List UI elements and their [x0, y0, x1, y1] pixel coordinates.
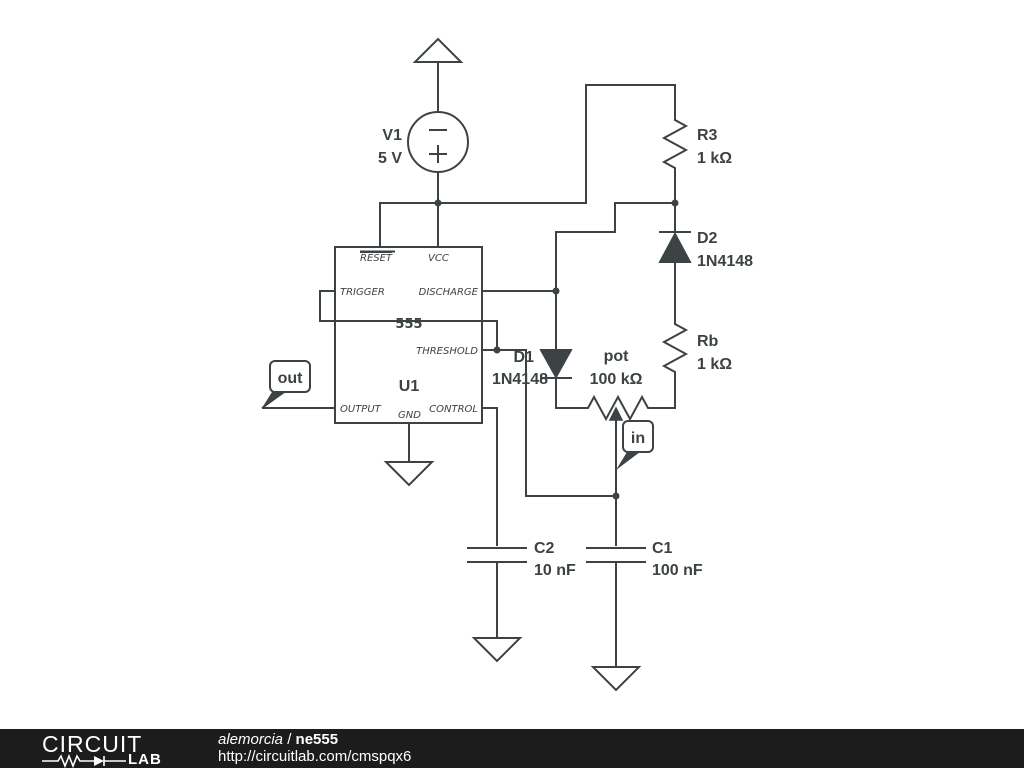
- capacitor-c2: C2 10 nF: [467, 540, 576, 579]
- out-flag-label: out: [278, 370, 304, 387]
- rb-value-label: 1 kΩ: [697, 356, 732, 373]
- supply-symbol: [412, 37, 464, 63]
- diode-d2: D2 1N4148: [658, 230, 753, 270]
- v1-name-label: V1: [382, 127, 402, 144]
- circuit-title[interactable]: ne555: [295, 731, 339, 748]
- net-flag-out: out: [261, 360, 311, 409]
- diode-d1: D1 1N4148: [492, 349, 573, 388]
- r3-name-label: R3: [697, 127, 718, 144]
- junction-dot: [493, 346, 501, 354]
- d2-value-label: 1N4148: [697, 253, 753, 270]
- logo-text-bottom: LAB: [128, 751, 162, 768]
- c1-value-label: 100 nF: [652, 562, 703, 579]
- u1-part-label: 555: [395, 317, 422, 332]
- circuitlab-logo[interactable]: CIRCUIT LAB: [42, 731, 182, 768]
- pin-reset-label: RESET: [360, 253, 393, 264]
- c2-name-label: C2: [534, 540, 555, 557]
- in-flag-label: in: [631, 430, 645, 447]
- junction-dot: [434, 199, 442, 207]
- pin-control-label: CONTROL: [429, 404, 478, 415]
- c1-name-label: C1: [652, 540, 673, 557]
- r3-value-label: 1 kΩ: [697, 150, 732, 167]
- author-link[interactable]: alemorcia: [218, 731, 284, 748]
- pin-vcc-label: VCC: [428, 253, 449, 264]
- pin-threshold-label: THRESHOLD: [416, 346, 478, 357]
- credit-block: alemorcia / ne555 http://circuitlab.com/…: [218, 731, 411, 765]
- wires: [262, 62, 676, 667]
- d1-name-label: D1: [514, 349, 535, 366]
- net-flag-in: in: [616, 420, 654, 470]
- d2-name-label: D2: [697, 230, 718, 247]
- pot-value-label: 100 kΩ: [590, 371, 643, 388]
- logo-text-top: CIRCUIT: [42, 731, 143, 757]
- ground-symbol: [590, 666, 642, 692]
- schematic-canvas: V1 5 V R3 1 kΩ D2 1N4148 Rb 1 kΩ D1 1N41…: [261, 37, 753, 692]
- junction-dot: [552, 287, 560, 295]
- rb-name-label: Rb: [697, 333, 719, 350]
- pin-discharge-label: DISCHARGE: [419, 287, 479, 298]
- pot-name-label: pot: [604, 348, 630, 365]
- c2-value-label: 10 nF: [534, 562, 576, 579]
- potentiometer-pot: pot 100 kΩ: [580, 348, 652, 422]
- ground-symbol: [383, 461, 435, 487]
- v1-value-label: 5 V: [378, 150, 402, 167]
- footer-bar: CIRCUIT LAB alemorcia / ne555 http://cir…: [0, 729, 1024, 768]
- resistor-r3: R3 1 kΩ: [661, 112, 732, 176]
- capacitor-c1: C1 100 nF: [586, 540, 703, 579]
- credit-separator: /: [283, 731, 296, 748]
- pin-trigger-label: TRIGGER: [340, 287, 385, 298]
- pin-output-label: OUTPUT: [340, 404, 382, 415]
- resistor-diode-icon: [42, 754, 126, 768]
- pin-gnd-label: GND: [398, 410, 421, 421]
- d1-value-label: 1N4148: [492, 371, 548, 388]
- junction-dot: [612, 492, 620, 500]
- ic-u1-555: RESET VCC TRIGGER DISCHARGE 555 THRESHOL…: [334, 246, 483, 424]
- junctions: [434, 199, 679, 500]
- junction-dot: [671, 199, 679, 207]
- voltage-source-v1: V1 5 V: [378, 111, 469, 173]
- circuit-url[interactable]: http://circuitlab.com/cmspqx6: [218, 748, 412, 765]
- u1-name-label: U1: [399, 378, 420, 395]
- resistor-rb: Rb 1 kΩ: [661, 316, 732, 384]
- ground-symbol: [471, 637, 523, 663]
